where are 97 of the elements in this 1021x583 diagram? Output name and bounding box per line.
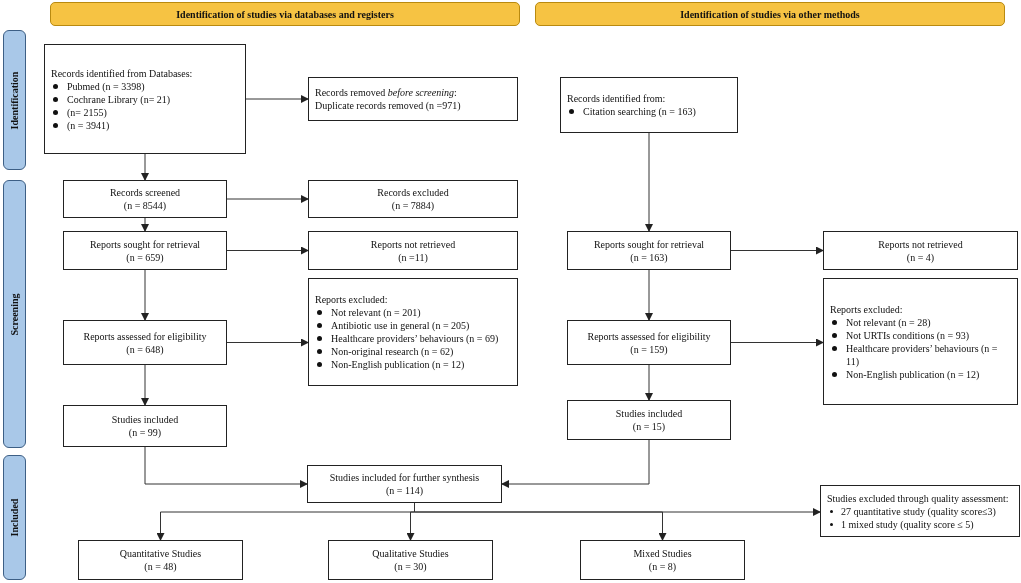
process-box [823,231,1018,270]
arrow [226,246,309,255]
box-title: Records removed before screening: [315,86,457,99]
box-title: Quantitative Studies [119,547,202,560]
list-item-text: 1 mixed study (quality score ≤ 5) [841,517,974,531]
list-item-text: Citation searching (n = 163) [583,105,696,118]
process-box [63,405,227,447]
box-title: Reports assessed for eligibility [587,329,711,343]
box-text: (n = 7884) [391,199,435,212]
list-item-text: Healthcare providers’ behaviours (n = 11) [846,341,999,368]
list-item-text: Healthcare providers’ behaviours (n = 69) [331,332,499,345]
process-box [44,44,246,154]
box-text: (n = 163) [630,250,668,264]
list-item-text: Non-original research (n = 62) [331,345,454,358]
process-box [820,485,1020,537]
process-box [78,540,243,580]
process-box [63,320,227,365]
header-text: Identification of studies via other methods [680,7,860,21]
arrow [144,446,308,488]
box-text: (n = 659) [126,250,164,264]
process-box [63,231,227,270]
box-title: Records screened [109,186,181,199]
process-box [328,540,493,580]
process-box [567,400,731,440]
box-title: Reports excluded: [830,302,903,316]
process-box [308,278,518,386]
process-box [63,180,227,218]
process-box [567,320,731,365]
list-item-text: Non-English publication (n = 12) [846,367,980,381]
box-title: Reports excluded: [315,293,388,306]
arrow [730,338,824,347]
section-header [50,2,520,26]
box-text: (n = 30) [394,560,427,573]
box-text: (n = 114) [386,484,423,497]
arrow [141,217,149,232]
box-text: (n = 8544) [123,199,167,212]
arrow [414,502,667,541]
box-text: (n =11) [398,250,428,264]
arrow [226,338,309,347]
list-item-text: (n = 3941) [67,118,110,132]
phase-band [3,455,26,580]
arrow [730,246,824,255]
box-title: Records identified from Databases: [51,66,193,80]
box-title: Records identified from: [567,92,666,105]
box-text: (n = 648) [126,342,164,356]
box-title: Mixed Studies [633,547,692,560]
box-title: Studies included [111,413,179,426]
box-title: Records excluded [377,186,449,199]
list-item-text: Pubmed (n = 3398) [67,79,145,93]
arrow [141,269,149,321]
process-box [308,77,518,121]
header-text: Identification of studies via databases and registers [176,7,394,21]
arrow [245,95,309,103]
arrow [645,364,653,401]
section-header [535,2,1005,26]
box-text: (n = 4) [906,250,935,264]
box-title: Studies included for further synthesis [329,471,480,484]
box-title: Reports assessed for eligibility [83,329,207,343]
phase-label: Identification [8,71,21,129]
box-text: (n = 15) [632,420,666,433]
box-title: Reports not retrieved [878,237,963,251]
box-text: (n = 99) [128,426,162,439]
process-box [580,540,745,580]
process-box [308,231,518,270]
box-title: Reports sought for retrieval [89,237,201,251]
list-item-text: Not URTIs conditions (n = 93) [846,328,970,342]
process-box [567,231,731,270]
phase-band [3,180,26,448]
box-title: Reports not retrieved [370,237,456,251]
list-item-text: Non-English publication (n = 12) [331,358,465,371]
box-title: Studies included [615,407,683,420]
box-text: (n = 8) [648,560,677,573]
process-box [823,278,1018,405]
box-title: Studies excluded through quality assessment: [827,491,1009,505]
box-title: Reports sought for retrieval [593,237,705,251]
phase-label: Included [8,498,21,537]
box-text: (n = 159) [630,342,668,356]
list-item-text: Cochrane Library (n= 21) [67,92,171,106]
box-text: (n = 48) [144,560,177,573]
arrow [141,153,149,181]
arrow [226,195,309,203]
list-item-text: 27 quantitative study (quality score≤3) [841,504,996,518]
arrow [645,132,653,232]
process-box [308,180,518,218]
list-item-text: (n= 2155) [67,105,107,119]
arrow [141,364,149,406]
phase-band [3,30,26,170]
box-text: Duplicate records removed (n =971) [315,99,461,112]
list-item-text: Antibiotic use in general (n = 205) [331,319,470,332]
process-box [560,77,738,133]
list-item-text: Not relevant (n = 201) [331,306,421,319]
arrow [501,439,650,488]
list-item-text: Not relevant (n = 28) [846,315,931,329]
phase-label: Screening [8,293,21,335]
box-title: Qualitative Studies [372,547,449,560]
process-box [307,465,502,503]
arrow [645,269,653,321]
